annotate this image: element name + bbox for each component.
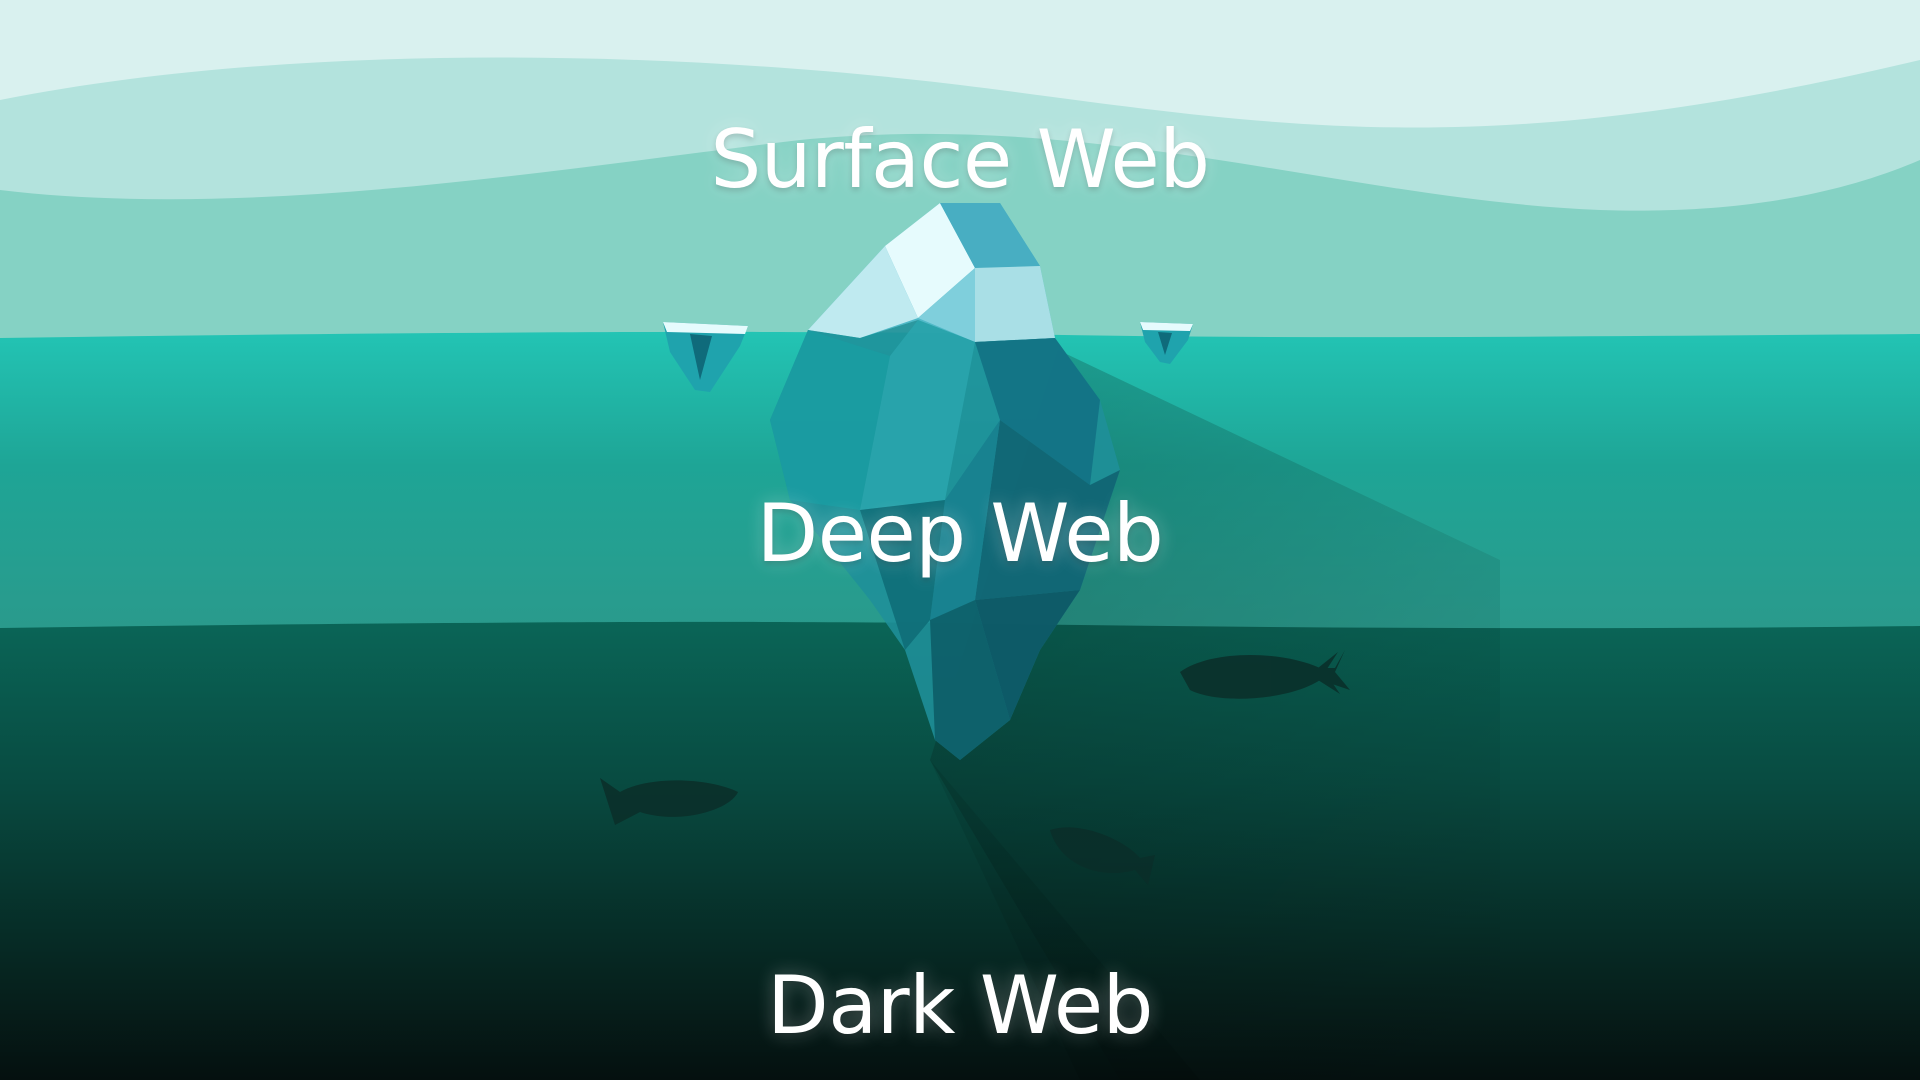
- deep-web-label: Deep Web: [756, 487, 1164, 580]
- fish-icon: [1050, 827, 1155, 885]
- surface-web-label: Surface Web: [710, 113, 1210, 206]
- dark-web-label: Dark Web: [767, 959, 1153, 1052]
- fish-icon: [1180, 650, 1350, 699]
- small-iceberg-icon: [663, 322, 748, 392]
- fish-icon: [600, 778, 738, 825]
- iceberg-icon: [770, 203, 1120, 760]
- small-iceberg-icon: [1140, 322, 1193, 364]
